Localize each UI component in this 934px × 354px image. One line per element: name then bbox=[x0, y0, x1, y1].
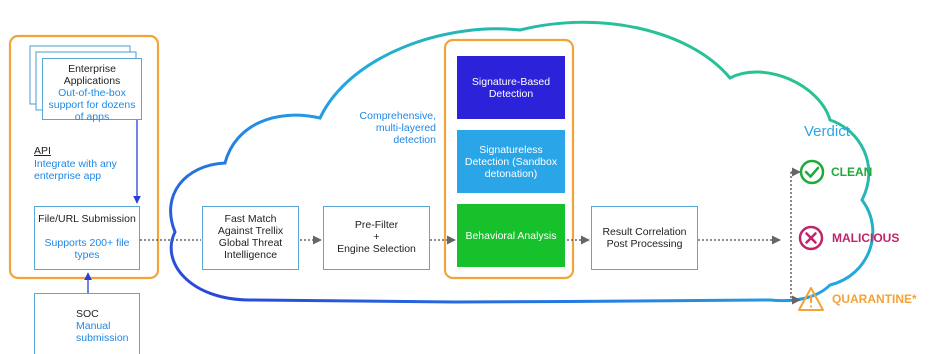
cloud-caption: Comprehensive, multi-layered detection bbox=[359, 110, 436, 146]
engine-selection-label: Engine Selection bbox=[337, 243, 416, 255]
result-correlation-box bbox=[591, 206, 698, 270]
soc-subtitle: Manual submission bbox=[76, 320, 129, 344]
file-submission-subtitle: Supports 200+ file types bbox=[44, 237, 130, 261]
api-title: API bbox=[34, 145, 51, 157]
verdict-clean: CLEAN bbox=[831, 165, 873, 179]
pre-filter-plus: + bbox=[373, 231, 380, 243]
source-container bbox=[8, 34, 160, 280]
result-correlation-label: Result Correlation Post Processing bbox=[602, 226, 687, 250]
fast-match-box bbox=[202, 206, 299, 270]
verdict-title: Verdict bbox=[804, 123, 850, 140]
signatureless-detection-label: Signatureless Detection (Sandbox detonat… bbox=[464, 143, 558, 180]
api-subtitle: Integrate with any enterprise app bbox=[34, 158, 117, 182]
file-submission-box bbox=[34, 206, 140, 270]
file-submission-title: File/URL Submission bbox=[38, 213, 136, 225]
verdict-malicious: MALICIOUS bbox=[832, 231, 900, 245]
verdict-quarantine: QUARANTINE* bbox=[832, 292, 917, 306]
behavioral-analysis-box: Behavioral Analysis bbox=[457, 204, 565, 267]
signature-detection-box: Signature-Based Detection bbox=[457, 56, 565, 119]
fast-match-label: Fast Match Against Trellix Global Threat… bbox=[217, 213, 284, 261]
enterprise-apps-subtitle: Out-of-the-box support for dozens of app… bbox=[48, 87, 136, 123]
warning-triangle-icon bbox=[798, 287, 824, 311]
check-circle-icon bbox=[799, 159, 825, 185]
enterprise-apps-card bbox=[42, 58, 142, 120]
signature-detection-label: Signature-Based Detection bbox=[471, 75, 551, 100]
signatureless-detection-box: Signatureless Detection (Sandbox detonat… bbox=[457, 130, 565, 193]
behavioral-analysis-label: Behavioral Analysis bbox=[465, 229, 557, 242]
soc-box bbox=[34, 293, 140, 354]
pre-filter-box bbox=[323, 206, 430, 270]
engine-container bbox=[443, 38, 575, 280]
soc-title: SOC bbox=[76, 308, 99, 320]
pre-filter-label: Pre-Filter bbox=[354, 219, 399, 231]
x-circle-icon bbox=[798, 225, 824, 251]
enterprise-apps-title: Enterprise Applications bbox=[63, 63, 121, 87]
